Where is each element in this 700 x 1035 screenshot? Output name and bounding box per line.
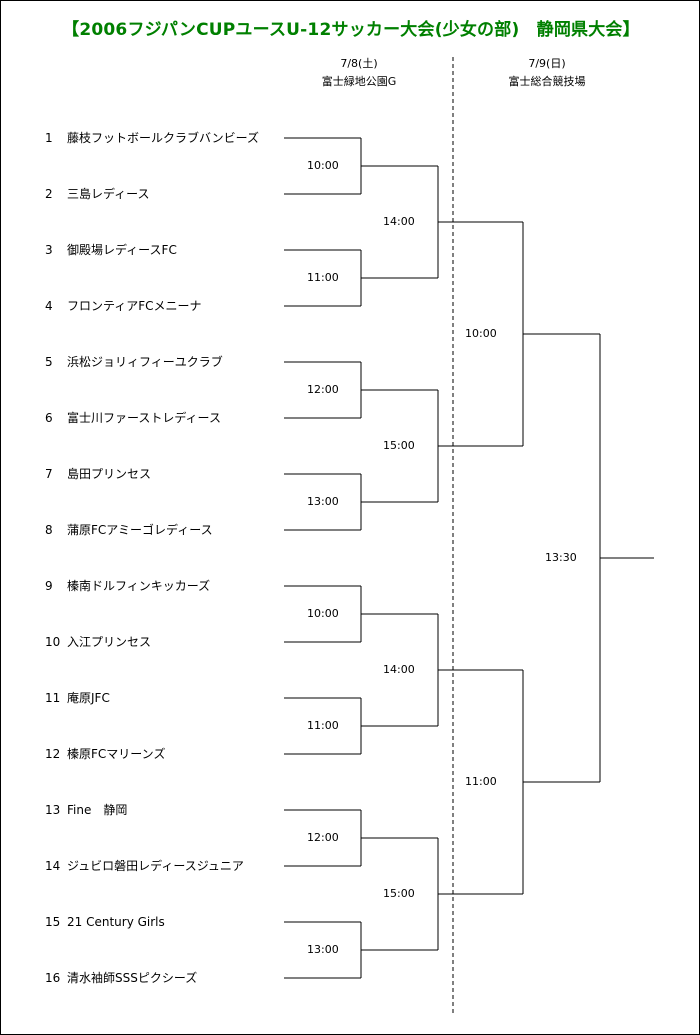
round1-match-time: 12:00 (307, 383, 339, 396)
day2-venue: 富士総合競技場 (508, 75, 586, 88)
team-seed-number: 1 (45, 131, 53, 145)
team-row: 7 島田プリンセス (45, 466, 151, 482)
team-seed-number: 12 (45, 747, 61, 761)
team-name: 藤枝フットボールクラブバンビーズ (67, 131, 260, 145)
final-match-time: 13:30 (545, 551, 577, 564)
team-name: 浜松ジョリィフィーユクラブ (67, 355, 223, 369)
team-row: 14 ジュビロ磐田レディースジュニア (45, 858, 244, 874)
round2-match-time: 14:00 (383, 663, 415, 676)
round2-match-time: 15:00 (383, 439, 415, 452)
team-row: 6 富士川ファーストレディース (45, 410, 221, 426)
round1-match-time: 13:00 (307, 943, 339, 956)
team-row: 11 庵原JFC (45, 690, 110, 706)
round2-match-time: 15:00 (383, 887, 415, 900)
team-row: 16 清水袖師SSSピクシーズ (45, 970, 197, 986)
round1-match-time: 12:00 (307, 831, 339, 844)
team-row: 15 21 Century Girls (45, 914, 165, 930)
team-seed-number: 3 (45, 243, 53, 257)
team-name: 入江プリンセス (67, 635, 152, 649)
team-seed-number: 13 (45, 803, 61, 817)
team-row: 2 三島レディース (45, 186, 150, 202)
round1-match-time: 10:00 (307, 159, 339, 172)
team-seed-number: 2 (45, 187, 53, 201)
team-row: 4 フロンティアFCメニーナ (45, 298, 202, 314)
team-name: 庵原JFC (67, 691, 110, 705)
team-name: 榛南ドルフィンキッカーズ (67, 579, 211, 593)
day2-date: 7/9(日) (528, 57, 566, 70)
round1-match-time: 10:00 (307, 607, 339, 620)
team-row: 3 御殿場レディースFC (45, 242, 177, 258)
day1-date: 7/8(土) (340, 57, 378, 70)
team-row: 12 榛原FCマリーンズ (45, 746, 165, 762)
team-name: 21 Century Girls (67, 915, 165, 929)
team-row: 9 榛南ドルフィンキッカーズ (45, 578, 210, 594)
round1-match-time: 11:00 (307, 719, 339, 732)
team-seed-number: 6 (45, 411, 53, 425)
page-title: 【2006フジパンCUPユースU-12サッカー大会(少女の部) 静岡県大会】 (62, 20, 640, 40)
team-seed-number: 15 (45, 915, 61, 929)
team-seed-number: 5 (45, 355, 53, 369)
team-name: フロンティアFCメニーナ (67, 299, 202, 313)
team-name: 三島レディース (67, 187, 150, 201)
team-seed-number: 7 (45, 467, 53, 481)
team-name: 清水袖師SSSピクシーズ (67, 971, 198, 985)
team-name: 榛原FCマリーンズ (67, 747, 166, 761)
round1-match-time: 11:00 (307, 271, 339, 284)
team-seed-number: 14 (45, 859, 61, 873)
day2-header: 7/9(日) 富士総合競技場 (457, 55, 637, 91)
team-seed-number: 4 (45, 299, 53, 313)
team-name: 富士川ファーストレディース (67, 411, 221, 425)
round2-match-time: 14:00 (383, 215, 415, 228)
semifinal-match-time: 10:00 (465, 327, 497, 340)
team-row: 13 Fine 静岡 (45, 802, 127, 818)
team-name: 蒲原FCアミーゴレディース (67, 523, 213, 537)
team-seed-number: 9 (45, 579, 53, 593)
team-name: 島田プリンセス (67, 467, 152, 481)
team-row: 10 入江プリンセス (45, 634, 151, 650)
team-seed-number: 8 (45, 523, 53, 537)
team-name: 御殿場レディースFC (67, 243, 177, 257)
team-seed-number: 11 (45, 691, 61, 705)
round1-match-time: 13:00 (307, 495, 339, 508)
team-row: 1 藤枝フットボールクラブバンビーズ (45, 130, 259, 146)
team-row: 8 蒲原FCアミーゴレディース (45, 522, 213, 538)
day1-header: 7/8(土) 富士緑地公園G (269, 55, 449, 91)
semifinal-match-time: 11:00 (465, 775, 497, 788)
team-name: Fine 静岡 (67, 803, 128, 817)
team-row: 5 浜松ジョリィフィーユクラブ (45, 354, 223, 370)
team-name: ジュビロ磐田レディースジュニア (67, 859, 244, 873)
team-seed-number: 10 (45, 635, 61, 649)
team-seed-number: 16 (45, 971, 61, 985)
day1-venue: 富士緑地公園G (321, 75, 397, 88)
